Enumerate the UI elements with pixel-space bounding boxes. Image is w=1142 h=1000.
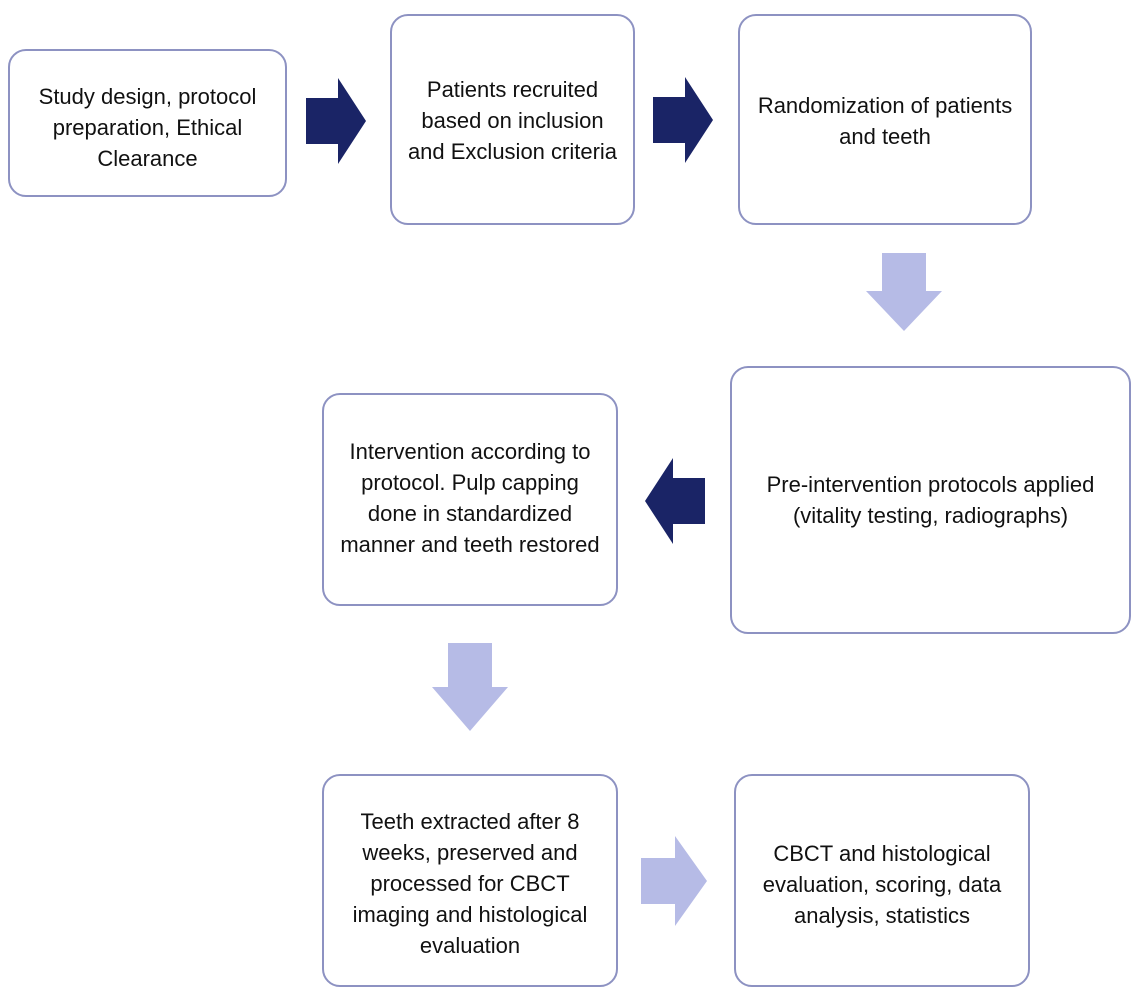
arrow-down-1-shape (866, 253, 942, 331)
step-6-text: Teeth extracted after 8 weeks, preserved… (352, 809, 588, 958)
arrow-down-1-icon (866, 253, 942, 331)
step-6-box: Teeth extracted after 8 weeks, preserved… (322, 774, 618, 987)
arrow-left-1-icon (645, 458, 705, 544)
step-2-box: Patients recruited based on inclusion an… (390, 14, 635, 225)
arrow-down-2-icon (432, 643, 508, 731)
step-5-box: Intervention according to protocol. Pulp… (322, 393, 618, 606)
arrow-left-1-shape (645, 458, 705, 544)
arrow-right-1-icon (306, 78, 366, 164)
step-1-text: Study design, protocol preparation, Ethi… (38, 84, 257, 171)
arrow-right-3-icon (641, 836, 707, 926)
arrow-right-2-shape (653, 77, 713, 163)
arrow-down-2-shape (432, 643, 508, 731)
step-7-text: CBCT and histological evaluation, scorin… (762, 841, 1002, 928)
step-7-box: CBCT and histological evaluation, scorin… (734, 774, 1030, 987)
step-4-text: Pre-intervention protocols applied (vita… (766, 472, 1095, 528)
arrow-right-3-shape (641, 836, 707, 926)
step-2-text: Patients recruited based on inclusion an… (407, 77, 618, 164)
step-5-text: Intervention according to protocol. Pulp… (340, 439, 600, 557)
arrow-right-2-icon (653, 77, 713, 163)
arrow-right-1-shape (306, 78, 366, 164)
step-1-box: Study design, protocol preparation, Ethi… (8, 49, 287, 197)
step-3-box: Randomization of patients and teeth (738, 14, 1032, 225)
step-3-text: Randomization of patients and teeth (757, 93, 1013, 149)
step-4-box: Pre-intervention protocols applied (vita… (730, 366, 1131, 634)
